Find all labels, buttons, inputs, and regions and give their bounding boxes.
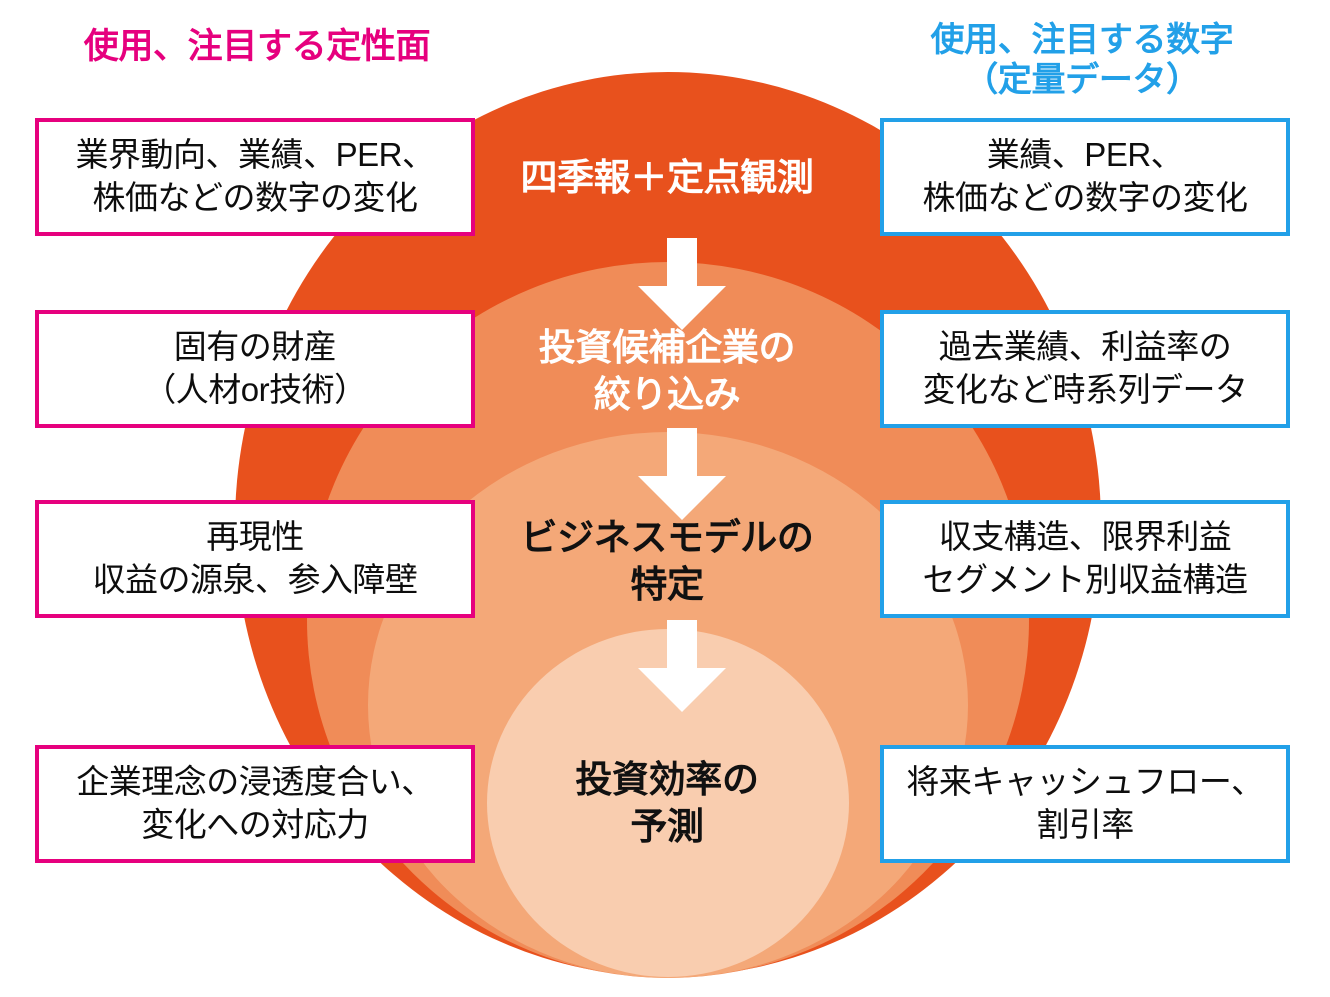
qualitative-box-2: 固有の財産 （人材or技術） xyxy=(35,310,475,428)
center-step-label-2: 投資候補企業の 絞り込み xyxy=(538,327,796,415)
center-step-label-1: 四季報＋定点観測 xyxy=(520,157,814,198)
down-arrow-icon-1 xyxy=(638,238,726,330)
qualitative-box-1: 業界動向、業績、PER、 株価などの数字の変化 xyxy=(35,118,475,236)
quantitative-box-3: 収支構造、限界利益 セグメント別収益構造 xyxy=(880,500,1290,618)
heading-quantitative: 使用、注目する数字 （定量データ） xyxy=(930,21,1234,100)
down-arrow-icon-2 xyxy=(638,428,726,520)
down-arrow-icon-3 xyxy=(638,620,726,712)
qualitative-box-4: 企業理念の浸透度合い、 変化への対応力 xyxy=(35,745,475,863)
heading-qualitative: 使用、注目する定性面 xyxy=(83,27,431,66)
qualitative-box-3: 再現性 収益の源泉、参入障壁 xyxy=(35,500,475,618)
center-step-label-3: ビジネスモデルの 特定 xyxy=(520,517,814,605)
center-step-label-4: 投資効率の 予測 xyxy=(575,759,759,847)
quantitative-box-1: 業績、PER、 株価などの数字の変化 xyxy=(880,118,1290,236)
quantitative-box-4: 将来キャッシュフロー、 割引率 xyxy=(880,745,1290,863)
quantitative-box-2: 過去業績、利益率の 変化など時系列データ xyxy=(880,310,1290,428)
